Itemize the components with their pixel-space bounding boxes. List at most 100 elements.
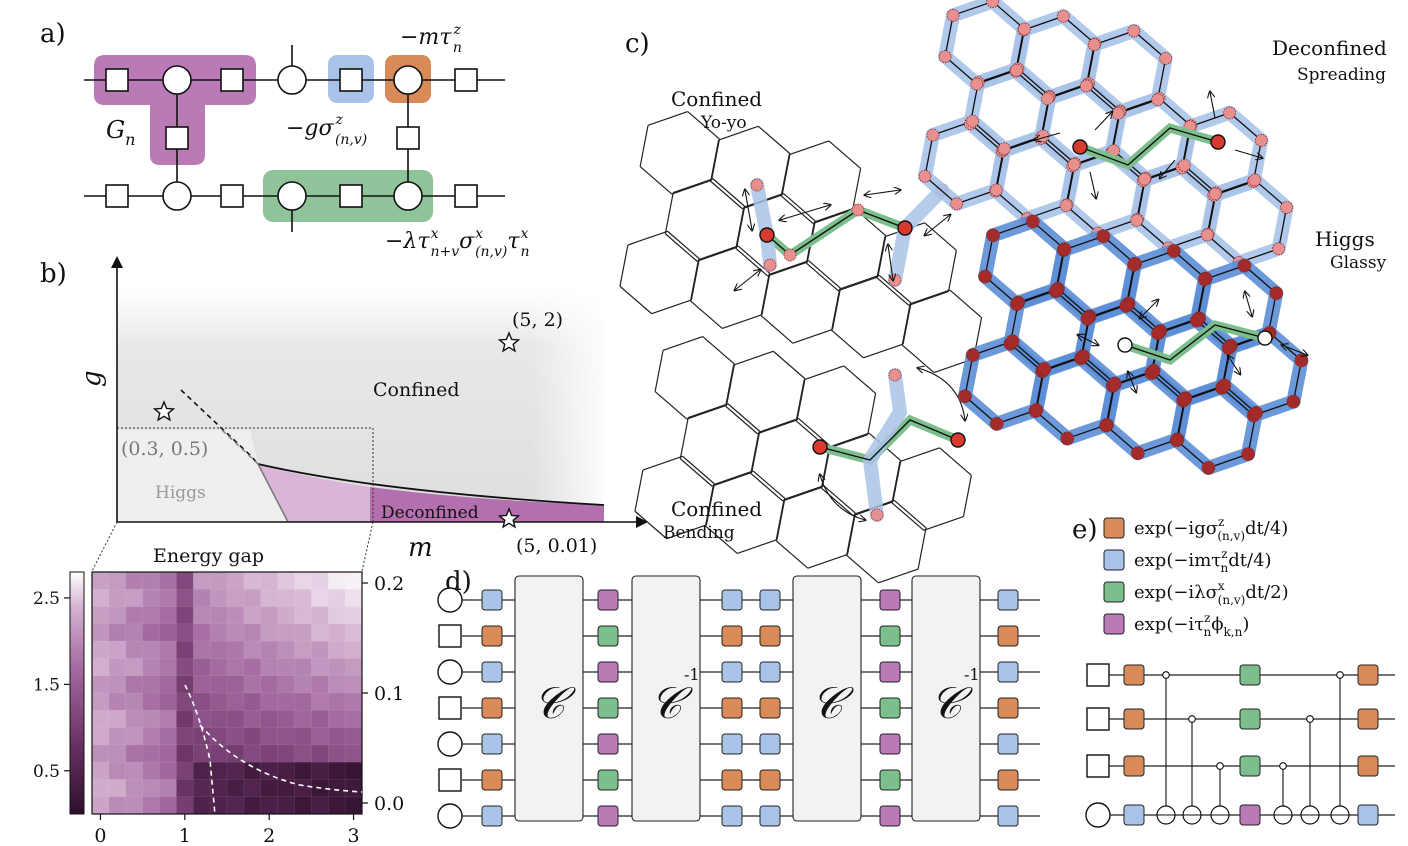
point-label-03-05: (0.3, 0.5) xyxy=(121,438,208,460)
lattice-bond xyxy=(713,470,754,486)
cnot-control xyxy=(1162,671,1170,679)
heatmap-cell xyxy=(243,675,262,694)
lattice-bond xyxy=(843,365,877,394)
heatmap-cell xyxy=(125,589,144,608)
lattice-bond xyxy=(1082,355,1116,384)
lattice-bond xyxy=(1062,15,1096,45)
lattice-site xyxy=(1159,52,1173,65)
lattice-site xyxy=(1237,258,1252,273)
heatmap-cell xyxy=(125,571,144,591)
axis-label-g: g xyxy=(77,370,107,387)
heatmap-cell xyxy=(176,727,194,746)
lattice-bond xyxy=(736,206,746,248)
heatmap-cell xyxy=(193,692,211,712)
motion-arrow xyxy=(1234,149,1262,158)
heatmap-cell xyxy=(176,589,194,608)
heatmap-cell xyxy=(294,623,313,642)
lattice-site xyxy=(1041,92,1054,106)
heatmap-cell xyxy=(328,779,346,798)
lattice-bond xyxy=(878,568,919,584)
y-tick-label: 0.0 xyxy=(374,793,404,815)
lattice-site xyxy=(1169,433,1184,448)
heatmap-cell xyxy=(260,710,279,729)
lattice-bond xyxy=(704,484,715,527)
heatmap-cell xyxy=(344,727,363,746)
gate xyxy=(481,661,503,683)
lattice-bond xyxy=(1208,453,1249,469)
heatmap-cell xyxy=(91,623,110,642)
colorbar xyxy=(69,571,85,815)
lattice-bond xyxy=(735,247,769,277)
lattice-bond xyxy=(619,285,653,315)
colorbar-tick-label: 2.5 xyxy=(33,589,60,609)
gate xyxy=(759,733,781,755)
heatmap-cell xyxy=(125,761,144,781)
vertex-qubit-symbol xyxy=(437,587,463,613)
heatmap-cell xyxy=(243,589,262,608)
gate xyxy=(597,805,619,827)
lattice-bond xyxy=(831,288,841,331)
gate xyxy=(759,625,781,647)
lattice-bond xyxy=(780,195,814,224)
gate xyxy=(481,697,503,719)
panel-label-b: b) xyxy=(40,259,67,289)
heatmap-cell xyxy=(328,744,346,763)
heatmap-cell xyxy=(344,675,363,694)
lattice-bond xyxy=(1292,360,1303,402)
gate xyxy=(481,805,503,827)
heatmap-cell xyxy=(277,761,296,781)
legend-entry: exp(−iλσx(n,v)dt/2) xyxy=(1134,579,1289,607)
lattice-bond xyxy=(775,540,809,569)
heatmap-cell xyxy=(142,640,161,660)
heatmap-cell xyxy=(193,640,211,660)
heatmap-cell xyxy=(311,589,329,608)
lattice-bond xyxy=(924,222,957,251)
lattice-bond xyxy=(760,274,770,316)
honeycomb-deconfined-spreading xyxy=(917,0,1294,270)
heatmap-cell xyxy=(311,710,329,729)
lattice-bond xyxy=(725,405,758,435)
lattice-bond xyxy=(924,134,934,177)
heatmap-cell xyxy=(226,606,245,625)
lattice-bond xyxy=(654,350,664,392)
lattice-bond xyxy=(1009,343,1043,372)
gate xyxy=(1123,708,1145,730)
heatmap-cell xyxy=(209,727,228,746)
heatmap-cell xyxy=(294,727,313,746)
lattice-site xyxy=(1241,447,1255,461)
lattice-bond xyxy=(780,154,790,197)
lattice-bond xyxy=(1133,30,1167,59)
gate xyxy=(997,769,1019,791)
heatmap-cell xyxy=(209,571,228,591)
motion-arrow xyxy=(1094,112,1112,131)
lattice-bond xyxy=(1206,234,1240,264)
heatmap-cell xyxy=(226,571,245,591)
lattice-site xyxy=(1138,172,1151,186)
heatmap-cell xyxy=(209,675,228,694)
lattice-bond xyxy=(760,315,794,344)
lattice-bond xyxy=(846,554,879,584)
gate xyxy=(721,661,743,683)
lattice-bond xyxy=(1035,410,1068,439)
lattice-bond xyxy=(1243,265,1277,294)
heatmap-cell xyxy=(311,692,329,712)
gate xyxy=(721,697,743,719)
lattice-bond xyxy=(924,175,958,205)
heatmap-cell xyxy=(142,675,161,694)
lattice-site xyxy=(1099,418,1113,433)
higgs-region xyxy=(117,430,288,522)
gate xyxy=(597,697,619,719)
small-site xyxy=(750,178,764,192)
heatmap-cell xyxy=(125,658,144,677)
lattice-bond xyxy=(917,527,927,570)
lattice-bond xyxy=(1040,137,1074,167)
lattice-bond xyxy=(639,166,673,195)
lattice-site xyxy=(1025,214,1040,229)
lattice-bond xyxy=(662,335,703,351)
lattice-bond xyxy=(722,314,763,330)
lattice-site xyxy=(966,114,979,128)
motion-arrow xyxy=(1282,345,1307,355)
lattice-site xyxy=(1107,377,1121,392)
